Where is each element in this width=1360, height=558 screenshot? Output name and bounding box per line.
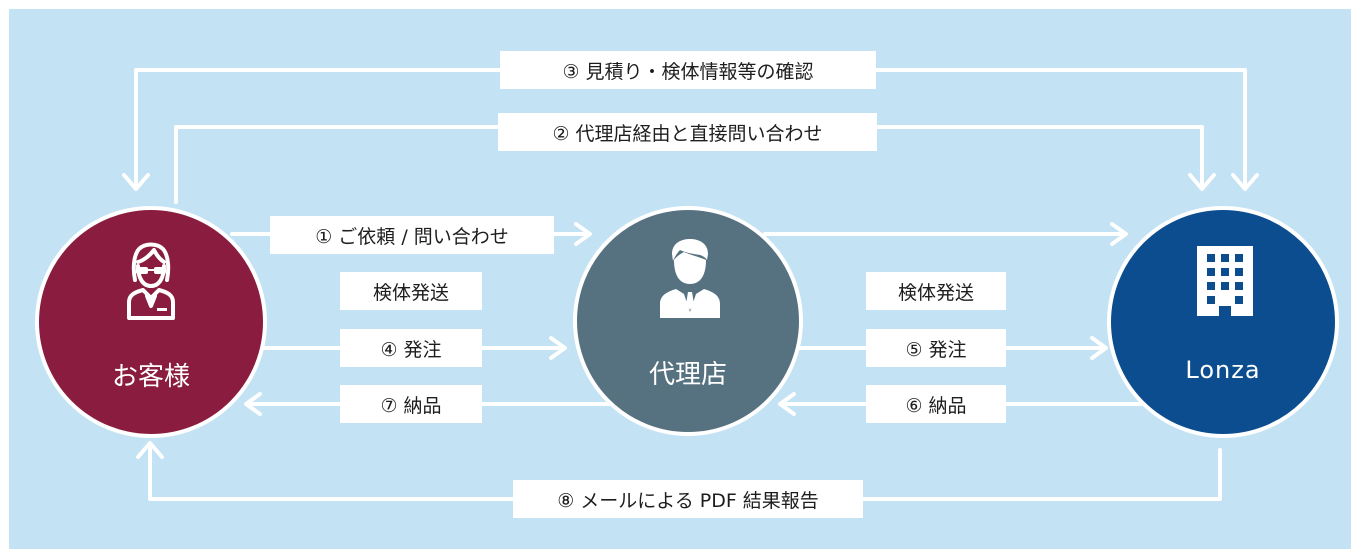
label-step3: ③ 見積り・検体情報等の確認 — [500, 51, 876, 89]
arrowhead-step5 — [1090, 336, 1108, 360]
label-step8: ⑧ メールによる PDF 結果報告 — [513, 480, 863, 518]
label-sample-shipping-right: 検体発送 — [866, 272, 1006, 310]
agent-person-icon — [660, 239, 720, 318]
arrowhead-step3-customer — [122, 173, 150, 191]
arrowhead-step7 — [244, 392, 262, 416]
label-step2: ② 代理店経由と直接問い合わせ — [498, 113, 877, 151]
label-step1: ① ご依頼 / 問い合わせ — [270, 216, 554, 254]
arrowhead-step8 — [136, 441, 164, 459]
customer-label: お客様 — [111, 362, 190, 392]
arrowhead-step4 — [549, 336, 567, 360]
agent-label: 代理店 — [648, 360, 727, 390]
building-icon — [1197, 246, 1253, 316]
arrowhead-agent-lonza — [1110, 222, 1128, 246]
arrowhead-step1-agent — [574, 222, 592, 246]
agent-node: 代理店 — [573, 206, 803, 436]
label-step5: ⑤ 発注 — [866, 329, 1006, 367]
customer-node: お客様 — [35, 206, 267, 438]
arrowhead-step2 — [1188, 173, 1216, 191]
label-sample-shipping-left: 検体発送 — [340, 272, 482, 310]
lonza-node: Lonza — [1107, 206, 1339, 438]
label-step4: ④ 発注 — [340, 329, 482, 367]
arrowhead-step3-lonza — [1231, 173, 1259, 191]
arrowhead-step6 — [778, 392, 796, 416]
lonza-label: Lonza — [1185, 356, 1261, 384]
customer-person-icon — [127, 242, 175, 320]
label-step7: ⑦ 納品 — [340, 385, 482, 423]
label-step6: ⑥ 納品 — [866, 385, 1006, 423]
